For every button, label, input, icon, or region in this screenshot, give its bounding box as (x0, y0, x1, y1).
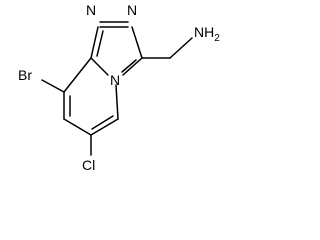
bond-n4-c8a (90, 57, 109, 76)
bond-c8a-n1-double (96, 30, 104, 57)
atom-n4-label: N (110, 72, 120, 88)
bond-c8a-n1 (90, 26, 99, 59)
bond-c6-c5 (90, 118, 119, 136)
atom-nh2-subscript: 2 (214, 33, 220, 44)
bond-c7-c6 (63, 118, 92, 136)
bond-c3-n4-double (121, 59, 137, 73)
bond-c5-n4 (115, 84, 119, 120)
atom-cl-label: Cl (82, 157, 95, 173)
bond-c8a-c8 (63, 57, 92, 93)
bond-ch2-n (169, 37, 193, 59)
bond-c3-n4 (122, 57, 143, 76)
atom-nh2-label: NH2 (194, 24, 220, 44)
atom-nh2-main: NH (194, 24, 214, 40)
atom-n1-label: N (86, 2, 96, 18)
bond-n2-c3 (131, 26, 143, 59)
bond-c6-c5-double (91, 115, 114, 130)
atom-n2-label: N (127, 2, 137, 18)
molecule-structure: N N N Br Cl NH2 (18, 2, 220, 173)
atom-br-label: Br (18, 67, 32, 83)
bond-c8-br (41, 79, 65, 93)
